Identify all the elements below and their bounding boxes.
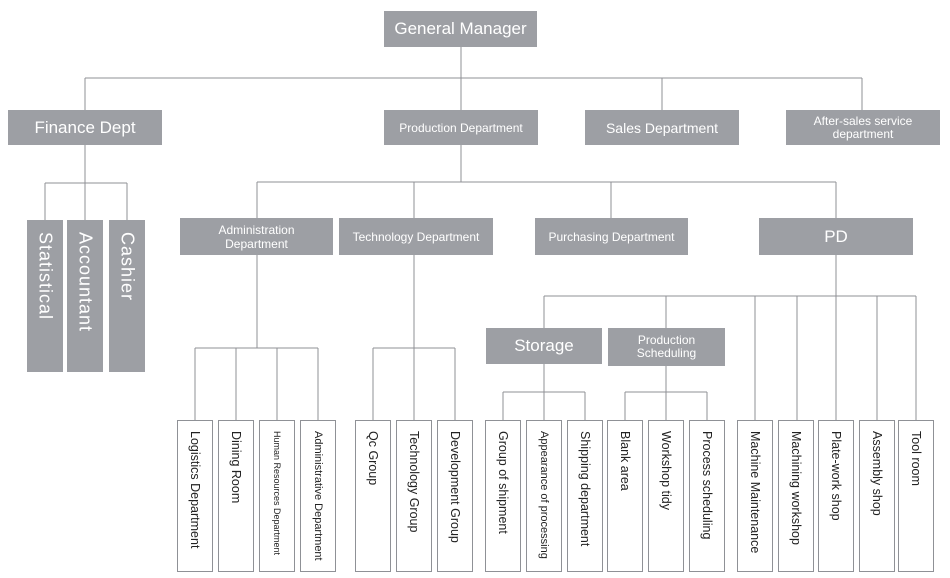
production-scheduling-label: Production Scheduling bbox=[636, 333, 697, 360]
purchasing-department-node: Purchasing Department bbox=[535, 218, 688, 255]
sales-department-node: Sales Department bbox=[585, 110, 739, 145]
leaf-label: Appearance of processing bbox=[538, 431, 550, 559]
leaf-label: Logistics Department bbox=[188, 431, 202, 549]
connector bbox=[256, 145, 837, 218]
finance-dept-label: Finance Dept bbox=[34, 117, 136, 137]
technology-department-node: Technology Department bbox=[339, 218, 493, 255]
leaf-appearance-of-processing: Appearance of processing bbox=[526, 420, 562, 572]
production-department-label: Production Department bbox=[399, 120, 523, 135]
after-sales-node: After-sales service department bbox=[786, 110, 940, 145]
leaf-shipping-department: Shipping department bbox=[567, 420, 603, 572]
leaf-group-of-shipment: Group of shipment bbox=[485, 420, 521, 572]
cashier-node: Cashier bbox=[109, 220, 145, 372]
statistical-node: Statistical bbox=[27, 220, 63, 372]
connector bbox=[372, 255, 456, 420]
leaf-label: Development Group bbox=[448, 431, 462, 543]
leaf-process-scheduling: Process scheduling bbox=[689, 420, 725, 572]
leaf-label: Technology Group bbox=[407, 431, 421, 533]
leaf-label: Tool room bbox=[909, 431, 923, 486]
leaf-label: Administrative Department bbox=[312, 431, 324, 561]
leaf-label: Plate-work shop bbox=[829, 431, 843, 521]
general-manager-label: General Manager bbox=[394, 19, 527, 38]
leaf-administrative-department: Administrative Department bbox=[300, 420, 336, 572]
administration-department-label: Administration Department bbox=[218, 222, 295, 251]
leaf-qc-group: Qc Group bbox=[355, 420, 391, 572]
connector bbox=[502, 364, 586, 420]
leaf-technology-group: Technology Group bbox=[396, 420, 432, 572]
leaf-dining-room: Dining Room bbox=[218, 420, 254, 572]
finance-dept-node: Finance Dept bbox=[8, 110, 162, 145]
accountant-node: Accountant bbox=[67, 220, 103, 372]
leaf-label: Machine Maintenance bbox=[748, 431, 762, 554]
cashier-label: Cashier bbox=[117, 232, 138, 302]
leaf-development-group: Development Group bbox=[437, 420, 473, 572]
leaf-plate-work-shop: Plate-work shop bbox=[818, 420, 854, 572]
connector bbox=[543, 255, 917, 420]
connector bbox=[84, 47, 863, 110]
leaf-machining-workshop: Machining workshop bbox=[778, 420, 814, 572]
leaf-logistics-department: Logistics Department bbox=[177, 420, 213, 572]
leaf-human-resources-department: Human Resources Department bbox=[259, 420, 295, 572]
administration-department-node: Administration Department bbox=[180, 218, 333, 255]
connector bbox=[44, 145, 128, 220]
leaf-label: Shipping department bbox=[578, 431, 592, 547]
leaf-label: Group of shipment bbox=[496, 431, 510, 534]
sales-department-label: Sales Department bbox=[605, 119, 719, 136]
after-sales-label: After-sales service department bbox=[813, 113, 913, 141]
production-department-node: Production Department bbox=[384, 110, 538, 145]
leaf-label: Machining workshop bbox=[789, 431, 803, 545]
leaf-assembly-shop: Assembly shop bbox=[859, 420, 895, 572]
leaf-label: Blank area bbox=[618, 431, 632, 491]
leaf-tool-room: Tool room bbox=[898, 420, 934, 572]
pd-label: PD bbox=[824, 226, 848, 246]
leaf-label: Assembly shop bbox=[870, 431, 884, 516]
leaf-label: Workshop tidy bbox=[659, 431, 673, 510]
purchasing-department-label: Purchasing Department bbox=[548, 229, 675, 244]
leaf-label: Human Resources Department bbox=[272, 431, 282, 556]
storage-node: Storage bbox=[486, 328, 602, 364]
connector bbox=[624, 366, 708, 420]
production-scheduling-node: Production Scheduling bbox=[608, 328, 725, 366]
leaf-label: Qc Group bbox=[366, 431, 380, 486]
general-manager-node: General Manager bbox=[384, 11, 537, 47]
pd-node: PD bbox=[759, 218, 913, 255]
storage-label: Storage bbox=[514, 336, 574, 355]
leaf-label: Dining Room bbox=[229, 431, 243, 504]
leaf-label: Process scheduling bbox=[700, 431, 714, 540]
technology-department-label: Technology Department bbox=[352, 229, 480, 244]
accountant-label: Accountant bbox=[75, 232, 96, 333]
leaf-blank-area: Blank area bbox=[607, 420, 643, 572]
leaf-workshop-tidy: Workshop tidy bbox=[648, 420, 684, 572]
statistical-label: Statistical bbox=[35, 232, 56, 321]
connector bbox=[194, 255, 319, 420]
leaf-machine-maintenance: Machine Maintenance bbox=[737, 420, 773, 572]
